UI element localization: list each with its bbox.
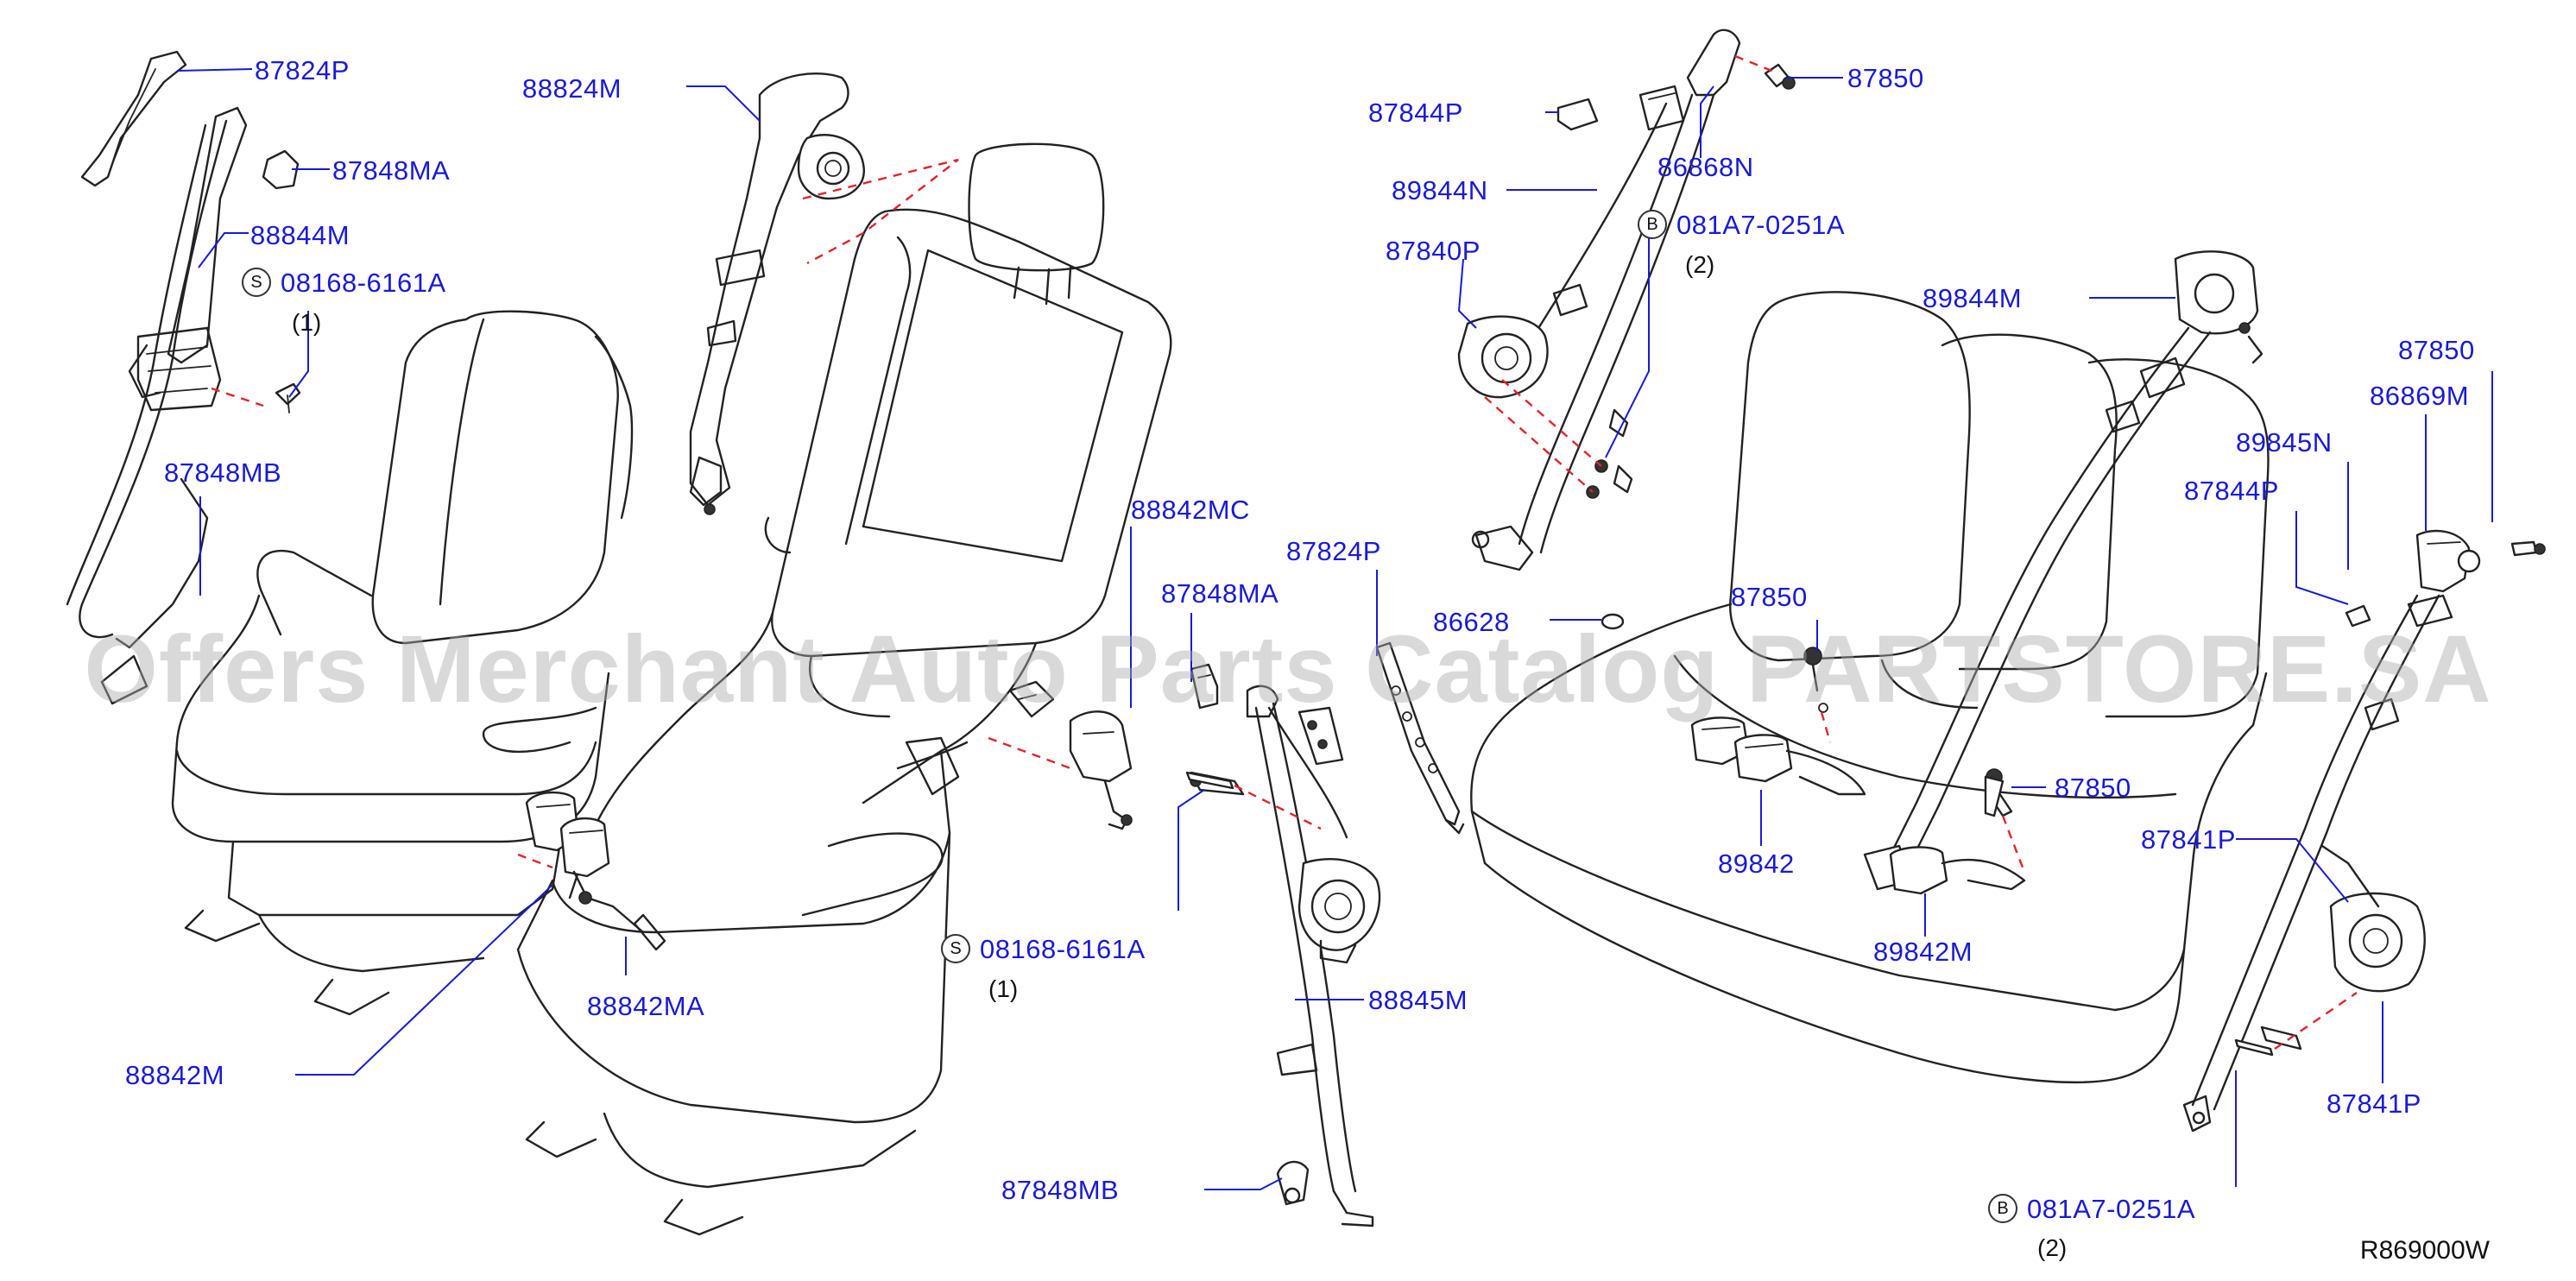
part-86628	[1601, 613, 1625, 630]
callout-86628[interactable]: 86628	[1433, 607, 1510, 637]
dash-88842M	[517, 853, 553, 869]
callout-87840P[interactable]: 87840P	[1386, 236, 1481, 266]
dash-88842MC	[988, 736, 1071, 770]
rear-belt-89844M	[1863, 250, 2263, 891]
callout-87848MA[interactable]: 87848MA	[332, 155, 451, 186]
callout-89844M[interactable]: 89844M	[1923, 283, 2023, 313]
callout-87850-center[interactable]: 87850	[1731, 582, 1808, 612]
callout-88842M[interactable]: 88842M	[125, 1060, 225, 1090]
callout-87824P[interactable]: 87824P	[255, 55, 350, 85]
leader-lines	[176, 68, 2493, 1190]
callout-08168-6161A-center[interactable]: 08168-6161A	[980, 934, 1146, 964]
dash-87850-top	[1734, 54, 1779, 75]
callout-081A7-0251A-lower[interactable]: 081A7-0251A	[2027, 1194, 2196, 1224]
left-seat-belt-assembly	[66, 50, 301, 705]
diagram-code: R869000W	[2359, 1236, 2490, 1265]
callout-87850-right[interactable]: 87850	[2398, 335, 2475, 365]
dash-89842M	[2001, 815, 2026, 873]
dash-89842	[1820, 711, 1832, 743]
dash-left-belt	[211, 387, 264, 407]
dashed-alignment-lines	[211, 54, 2358, 1050]
bolts	[1185, 76, 2546, 1057]
center-belt-88845M	[1190, 663, 1381, 1227]
quantity-label-b-lower: (2)	[2037, 1234, 2068, 1261]
bolt-b-badge: B	[1638, 210, 1667, 239]
callout-88824M[interactable]: 88824M	[522, 73, 622, 104]
callout-88845M[interactable]: 88845M	[1368, 985, 1468, 1015]
callout-87848MB[interactable]: 87848MB	[164, 458, 282, 488]
quantity-label-center: (1)	[988, 975, 1019, 1002]
bolt-b-badge-lower: B	[1988, 1194, 2017, 1223]
callout-08168-6161A[interactable]: 08168-6161A	[281, 268, 446, 298]
dash-89844N-a	[1501, 379, 1602, 467]
callout-89842M[interactable]: 89842M	[1873, 937, 1973, 967]
dash-88824M-upper	[802, 158, 959, 265]
callout-87841P-lower[interactable]: 87841P	[2327, 1089, 2421, 1119]
callout-86868N[interactable]: 86868N	[1657, 152, 1754, 182]
callout-87848MA-center[interactable]: 87848MA	[1161, 578, 1279, 609]
dash-88845M	[1234, 784, 1322, 830]
callout-87850-top[interactable]: 87850	[1847, 63, 1924, 93]
upper-belt-88824M	[689, 73, 865, 515]
callout-88842MA[interactable]: 88842MA	[587, 991, 705, 1021]
left-captain-seat	[171, 310, 634, 1016]
dash-89844N-b	[1484, 396, 1594, 493]
callout-89844N[interactable]: 89844N	[1392, 175, 1488, 205]
side-belt-87841P	[2182, 529, 2538, 1133]
bolt-s-badge: S	[242, 268, 271, 297]
callout-86869M[interactable]: 86869M	[2370, 381, 2470, 411]
callout-88842MC[interactable]: 88842MC	[1131, 495, 1250, 525]
dash-87841P	[2274, 992, 2358, 1050]
upper-right-belt-89844N	[1457, 28, 1790, 571]
callout-87848MB-center[interactable]: 87848MB	[1001, 1175, 1120, 1205]
callout-88844M[interactable]: 88844M	[250, 220, 350, 250]
quantity-label: (1)	[292, 309, 322, 336]
callout-87850-lower[interactable]: 87850	[2055, 773, 2131, 803]
callout-89845N[interactable]: 89845N	[2236, 427, 2333, 458]
callout-87824P-center[interactable]: 87824P	[1286, 536, 1381, 566]
quantity-label-b: (2)	[1685, 251, 1715, 278]
rail-87824P	[1375, 641, 1465, 835]
callout-87841P[interactable]: 87841P	[2141, 824, 2236, 855]
rear-bench-seat	[1470, 291, 2270, 1083]
center-buckle-88842MC	[896, 680, 1133, 830]
callout-081A7-0251A[interactable]: 081A7-0251A	[1676, 210, 1846, 240]
buckle-pair-89842	[1690, 647, 1866, 796]
callout-89842[interactable]: 89842	[1718, 849, 1795, 879]
callout-87844P[interactable]: 87844P	[1368, 98, 1463, 128]
bolt-s-badge-center: S	[941, 934, 970, 963]
center-seat	[516, 142, 1172, 1236]
buckle-pair-88842M	[525, 791, 666, 951]
callout-87844P-right[interactable]: 87844P	[2184, 476, 2279, 506]
